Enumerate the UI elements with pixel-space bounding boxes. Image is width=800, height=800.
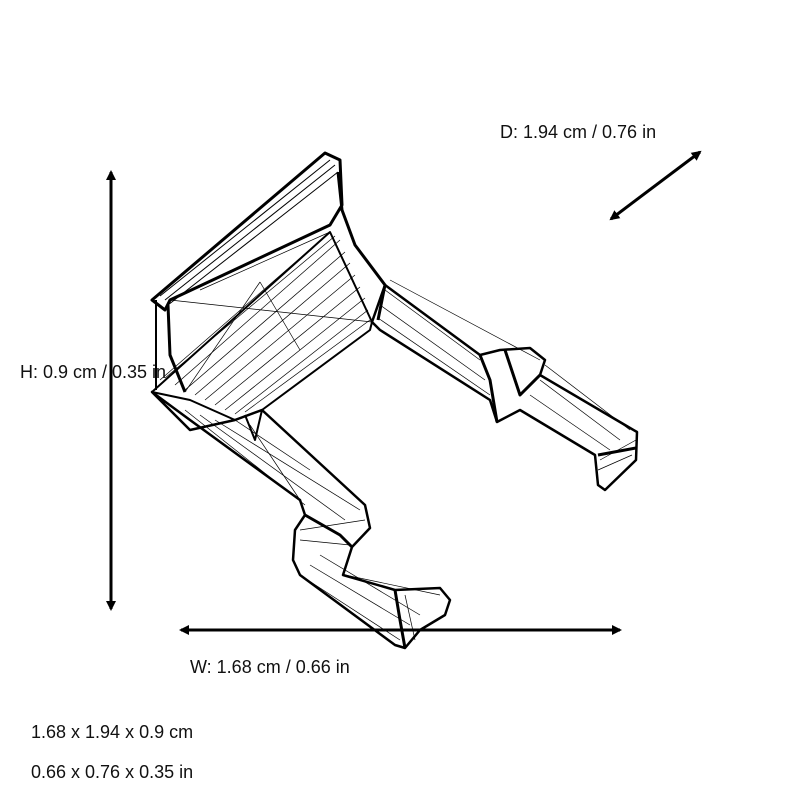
wireframe-model	[150, 151, 639, 650]
summary-cm: 1.68 x 1.94 x 0.9 cm	[31, 722, 194, 742]
depth-arrow	[609, 150, 702, 221]
width-label: W: 1.68 cm / 0.66 in	[190, 657, 350, 677]
height-label: H: 0.9 cm / 0.35 in	[20, 362, 167, 382]
depth-label: D: 1.94 cm / 0.76 in	[500, 122, 657, 142]
summary-in: 0.66 x 0.76 x 0.35 in	[31, 762, 194, 782]
